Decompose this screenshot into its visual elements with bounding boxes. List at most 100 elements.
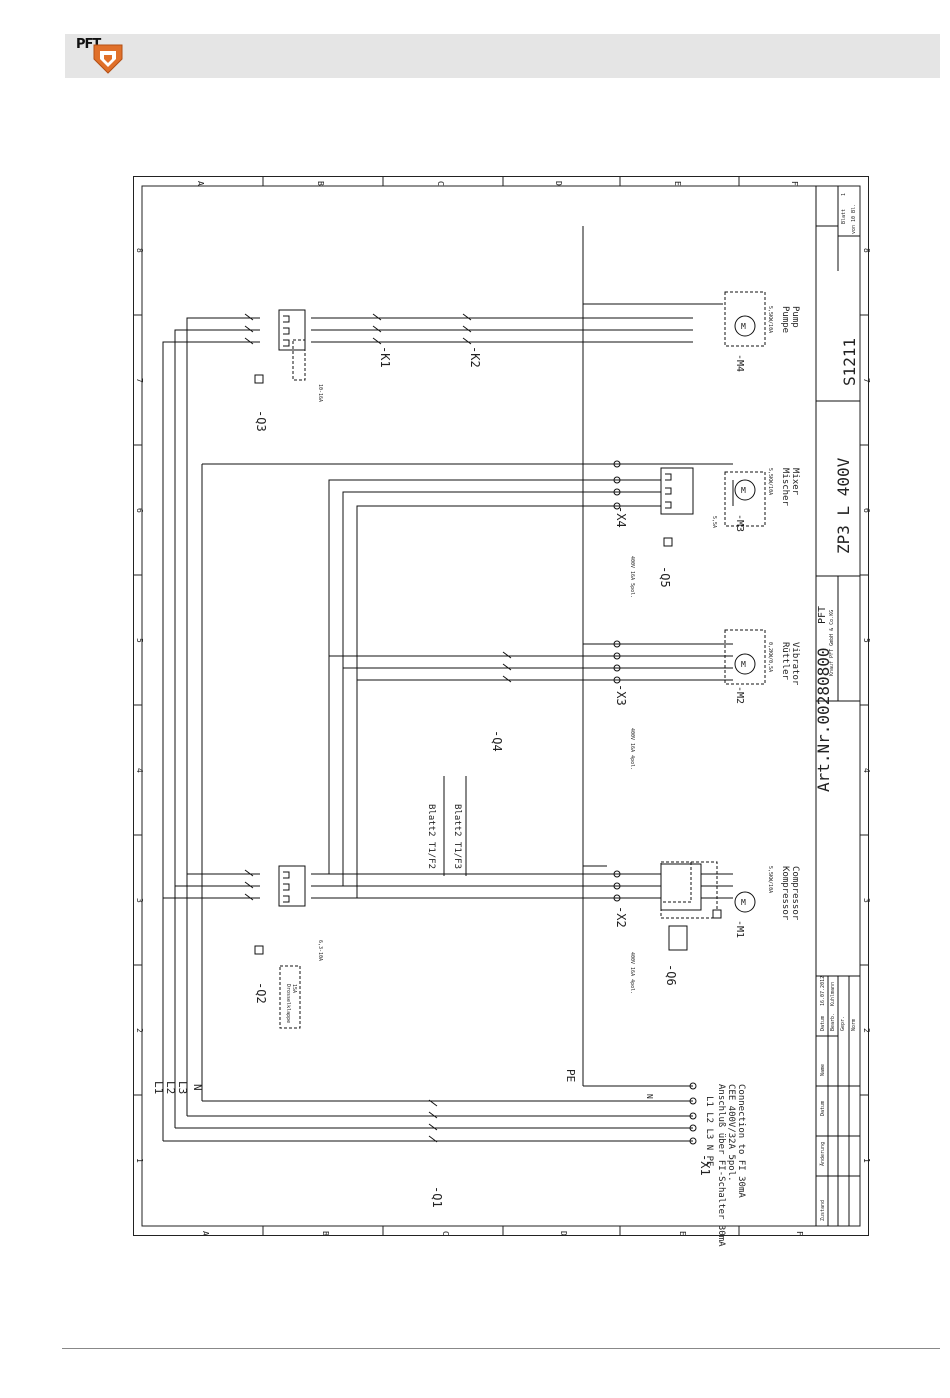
grid-number-1: 1	[135, 1158, 144, 1163]
sheet-number: 1	[841, 193, 847, 196]
circuit-diagram: A B C D E F A B C D E F 1 2 3 4 5 6 7 8 …	[133, 176, 871, 1247]
contactors	[244, 313, 512, 1143]
m1-name-en: Compressor	[790, 866, 800, 921]
device-k1: -K1	[378, 346, 392, 368]
norm-label: Norm	[851, 1019, 857, 1031]
x3-plug-spec: 400V 16A 4pol.	[629, 728, 635, 770]
label-l2: L2	[164, 1081, 177, 1094]
m2-rating: 0,2KW/0,5A	[767, 642, 773, 672]
bearb-value: Kuhlmann	[830, 982, 836, 1006]
grid-number-4: 4	[135, 768, 144, 773]
cross-ref-1: Blatt2 T1/F2	[426, 804, 436, 869]
m2-name-de: Rüttler	[780, 642, 790, 681]
grid-number-1-right: 1	[862, 1158, 871, 1163]
grid-letter-e: E	[673, 181, 682, 186]
x4-plug-spec: 400V 16A 5pol.	[629, 556, 635, 598]
grid-letter-b-bottom: B	[321, 1231, 330, 1236]
q2-box-line-1: Drosselklappe	[285, 984, 291, 1023]
grid-number-2: 2	[135, 1028, 144, 1033]
grid-number-3-right: 3	[862, 898, 871, 903]
m3-rating: 5,5KW/10A	[767, 468, 773, 495]
grid-number-5: 5	[135, 638, 144, 643]
plug-connectors	[613, 460, 697, 1145]
m1-name-de: Kompressor	[780, 866, 790, 921]
date-value: 16.07.2012	[820, 976, 826, 1006]
gepr-label: Gepr.	[840, 1016, 846, 1031]
q5-range: 5,5A	[711, 516, 717, 528]
grid-number-8: 8	[135, 248, 144, 253]
device-k2: -K2	[468, 346, 482, 368]
aux-boxes	[279, 339, 306, 1029]
device-m1: -M1	[734, 920, 745, 938]
grid-letter-d-bottom: D	[559, 1231, 568, 1236]
motors	[660, 291, 766, 919]
aenderung-label: Änderung	[819, 1142, 826, 1166]
breaker-symbols	[283, 315, 672, 903]
x1-note-1: Anschluß über FI-Schalter 30mA	[716, 1084, 726, 1247]
device-q4: -Q4	[490, 730, 504, 752]
grid-letter-d: D	[554, 181, 563, 186]
grid-letter-e-bottom: E	[678, 1231, 687, 1236]
m3-symbol: M	[741, 486, 746, 495]
grid-letter-a: A	[196, 181, 205, 186]
model-name: ZP3 L 400V	[834, 457, 853, 554]
device-q2: -Q2	[254, 982, 268, 1004]
m3-name-de: Mischer	[780, 468, 790, 507]
label-n: N	[191, 1084, 204, 1091]
zustand-label: Zustand	[820, 1200, 826, 1221]
pft-logo: PFT	[72, 37, 132, 79]
grid-number-8-right: 8	[862, 248, 871, 253]
sheet-label: Blatt	[841, 209, 847, 224]
device-x4: -X4	[614, 506, 628, 528]
datum-label-2: Datum	[820, 1101, 826, 1116]
pressure-switch	[660, 861, 692, 951]
motor-protection-switches	[278, 309, 702, 911]
label-l1: L1	[152, 1081, 165, 1094]
name-label: Name	[820, 1064, 826, 1076]
device-q6: -Q6	[664, 964, 678, 986]
x1-terminals: L1 L2 L3 N PE	[704, 1096, 714, 1166]
device-q1: -Q1	[430, 1186, 444, 1208]
company-sub: Knauf PFT GmbH & Co.KG	[829, 610, 835, 676]
device-x1: -X1	[698, 1154, 712, 1176]
grid-number-4-right: 4	[862, 768, 871, 773]
grid-letter-a-bottom: A	[201, 1231, 210, 1236]
x1-note-3: Connection to FI 30mA	[736, 1084, 746, 1198]
m3-name-en: Mixer	[790, 468, 800, 496]
article-number: Art.Nr.00280800	[814, 648, 833, 793]
grid-number-7-right: 7	[862, 378, 871, 383]
footer-rule	[62, 1348, 940, 1349]
x2-plug-spec: 400V 16A 4pol.	[629, 952, 635, 994]
cross-ref-2: Blatt2 T1/F3	[452, 804, 462, 869]
m1-rating: 5,5KW/10A	[767, 866, 773, 893]
device-x2: -X2	[614, 906, 628, 928]
grid-letter-f-bottom: F	[795, 1231, 804, 1236]
label-pe: PE	[564, 1069, 577, 1082]
grid-number-7: 7	[135, 378, 144, 383]
grid-number-2-right: 2	[862, 1028, 871, 1033]
header-bar	[65, 34, 940, 78]
q2-box-line-2: 15A	[291, 984, 297, 993]
grid-letter-c: C	[436, 181, 445, 186]
device-q5: -Q5	[658, 566, 672, 588]
grid-number-3: 3	[135, 898, 144, 903]
grid-letter-f: F	[790, 181, 799, 186]
device-m3: -M3	[734, 514, 745, 532]
grid-letter-c-bottom: C	[441, 1231, 450, 1236]
wiring	[162, 226, 734, 1142]
drawing-number: S1211	[840, 338, 859, 386]
q2-range: 6,3-10A	[317, 940, 323, 961]
label-l3: L3	[176, 1081, 189, 1094]
shield-icon	[93, 44, 123, 74]
grid-letter-b: B	[316, 181, 325, 186]
m4-name-en: Pump	[790, 306, 800, 328]
m1-symbol: M	[741, 898, 746, 907]
m4-name-de: Pumpe	[780, 306, 790, 333]
device-q3: -Q3	[254, 410, 268, 432]
device-m2: -M2	[734, 686, 745, 704]
x1-note-2: CEE 400V/32A 5pol.	[726, 1084, 736, 1182]
q3-range: 10-16A	[317, 384, 323, 402]
company-name: PFT	[817, 606, 828, 624]
m2-name-en: Vibrator	[790, 642, 800, 686]
grid-number-6-right: 6	[862, 508, 871, 513]
